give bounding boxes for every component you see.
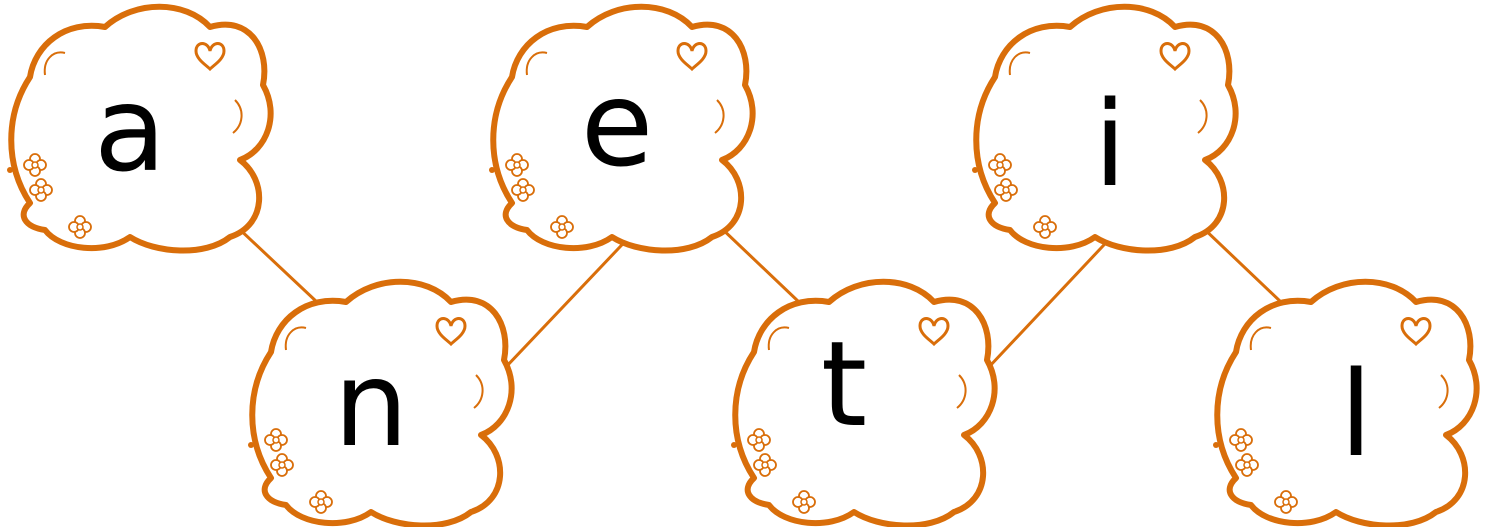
letter-cloud-t: t bbox=[731, 282, 995, 526]
flower-icon bbox=[7, 153, 92, 239]
letter-cloud-e: e bbox=[489, 7, 753, 251]
cloud-letter: a bbox=[94, 60, 166, 198]
connector-line bbox=[986, 228, 1120, 370]
connector-line bbox=[233, 223, 320, 305]
flower-icon bbox=[489, 153, 574, 239]
letter-cloud-i: i bbox=[972, 7, 1236, 251]
letter-cloud-n: n bbox=[248, 282, 512, 526]
cloud-letter: l bbox=[1340, 345, 1373, 483]
connector-line bbox=[503, 228, 638, 370]
flower-icon bbox=[972, 153, 1057, 239]
cloud-letter: n bbox=[334, 335, 409, 473]
cloud-letter: i bbox=[1094, 75, 1127, 213]
flower-icon bbox=[731, 428, 816, 514]
connector-line bbox=[716, 223, 802, 305]
letter-cloud-a: a bbox=[7, 7, 271, 251]
flower-icon bbox=[248, 428, 333, 514]
cloud-letter: e bbox=[581, 55, 654, 193]
cloud-letter: t bbox=[821, 315, 867, 453]
flower-icon bbox=[1213, 428, 1298, 514]
letter-cloud-l: l bbox=[1213, 282, 1477, 526]
connector-line bbox=[1198, 223, 1284, 305]
